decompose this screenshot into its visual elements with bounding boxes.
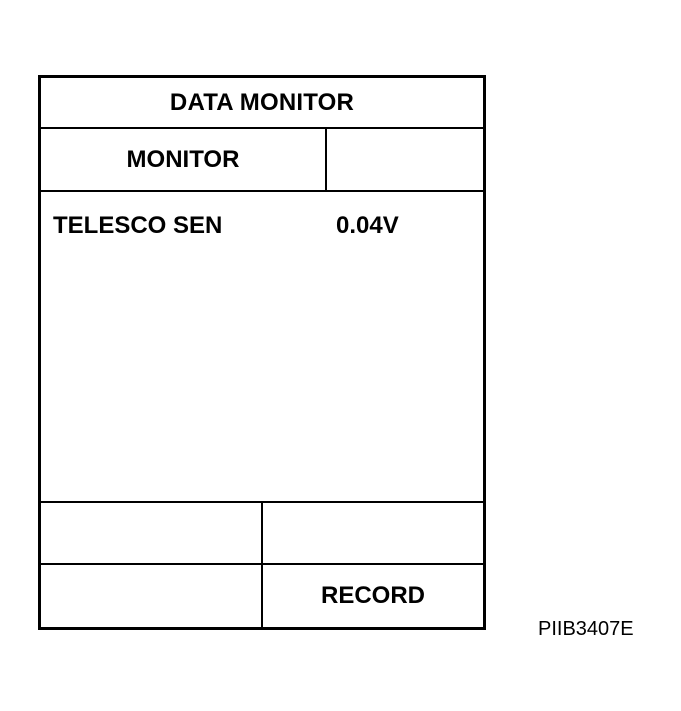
monitor-item-row: TELESCO SEN 0.04V (53, 212, 473, 242)
screen-title: DATA MONITOR (41, 78, 483, 129)
header-blank-cell (327, 129, 483, 190)
monitor-tab[interactable]: MONITOR (41, 129, 327, 190)
data-monitor-screen: DATA MONITOR MONITOR TELESCO SEN 0.04V R… (38, 75, 486, 630)
record-button[interactable]: RECORD (320, 582, 425, 609)
monitor-item-value: 0.04V (336, 212, 399, 239)
figure-code: PIIB3407E (538, 618, 634, 640)
blank-button-2[interactable] (263, 503, 483, 563)
blank-button-3[interactable] (41, 565, 263, 627)
header-row: MONITOR (41, 129, 483, 192)
button-row-2: RECORD (41, 565, 483, 627)
monitor-item-name: TELESCO SEN (53, 212, 223, 239)
monitor-data-area: TELESCO SEN 0.04V (41, 192, 483, 503)
button-row-1 (41, 503, 483, 565)
blank-button-1[interactable] (41, 503, 263, 563)
